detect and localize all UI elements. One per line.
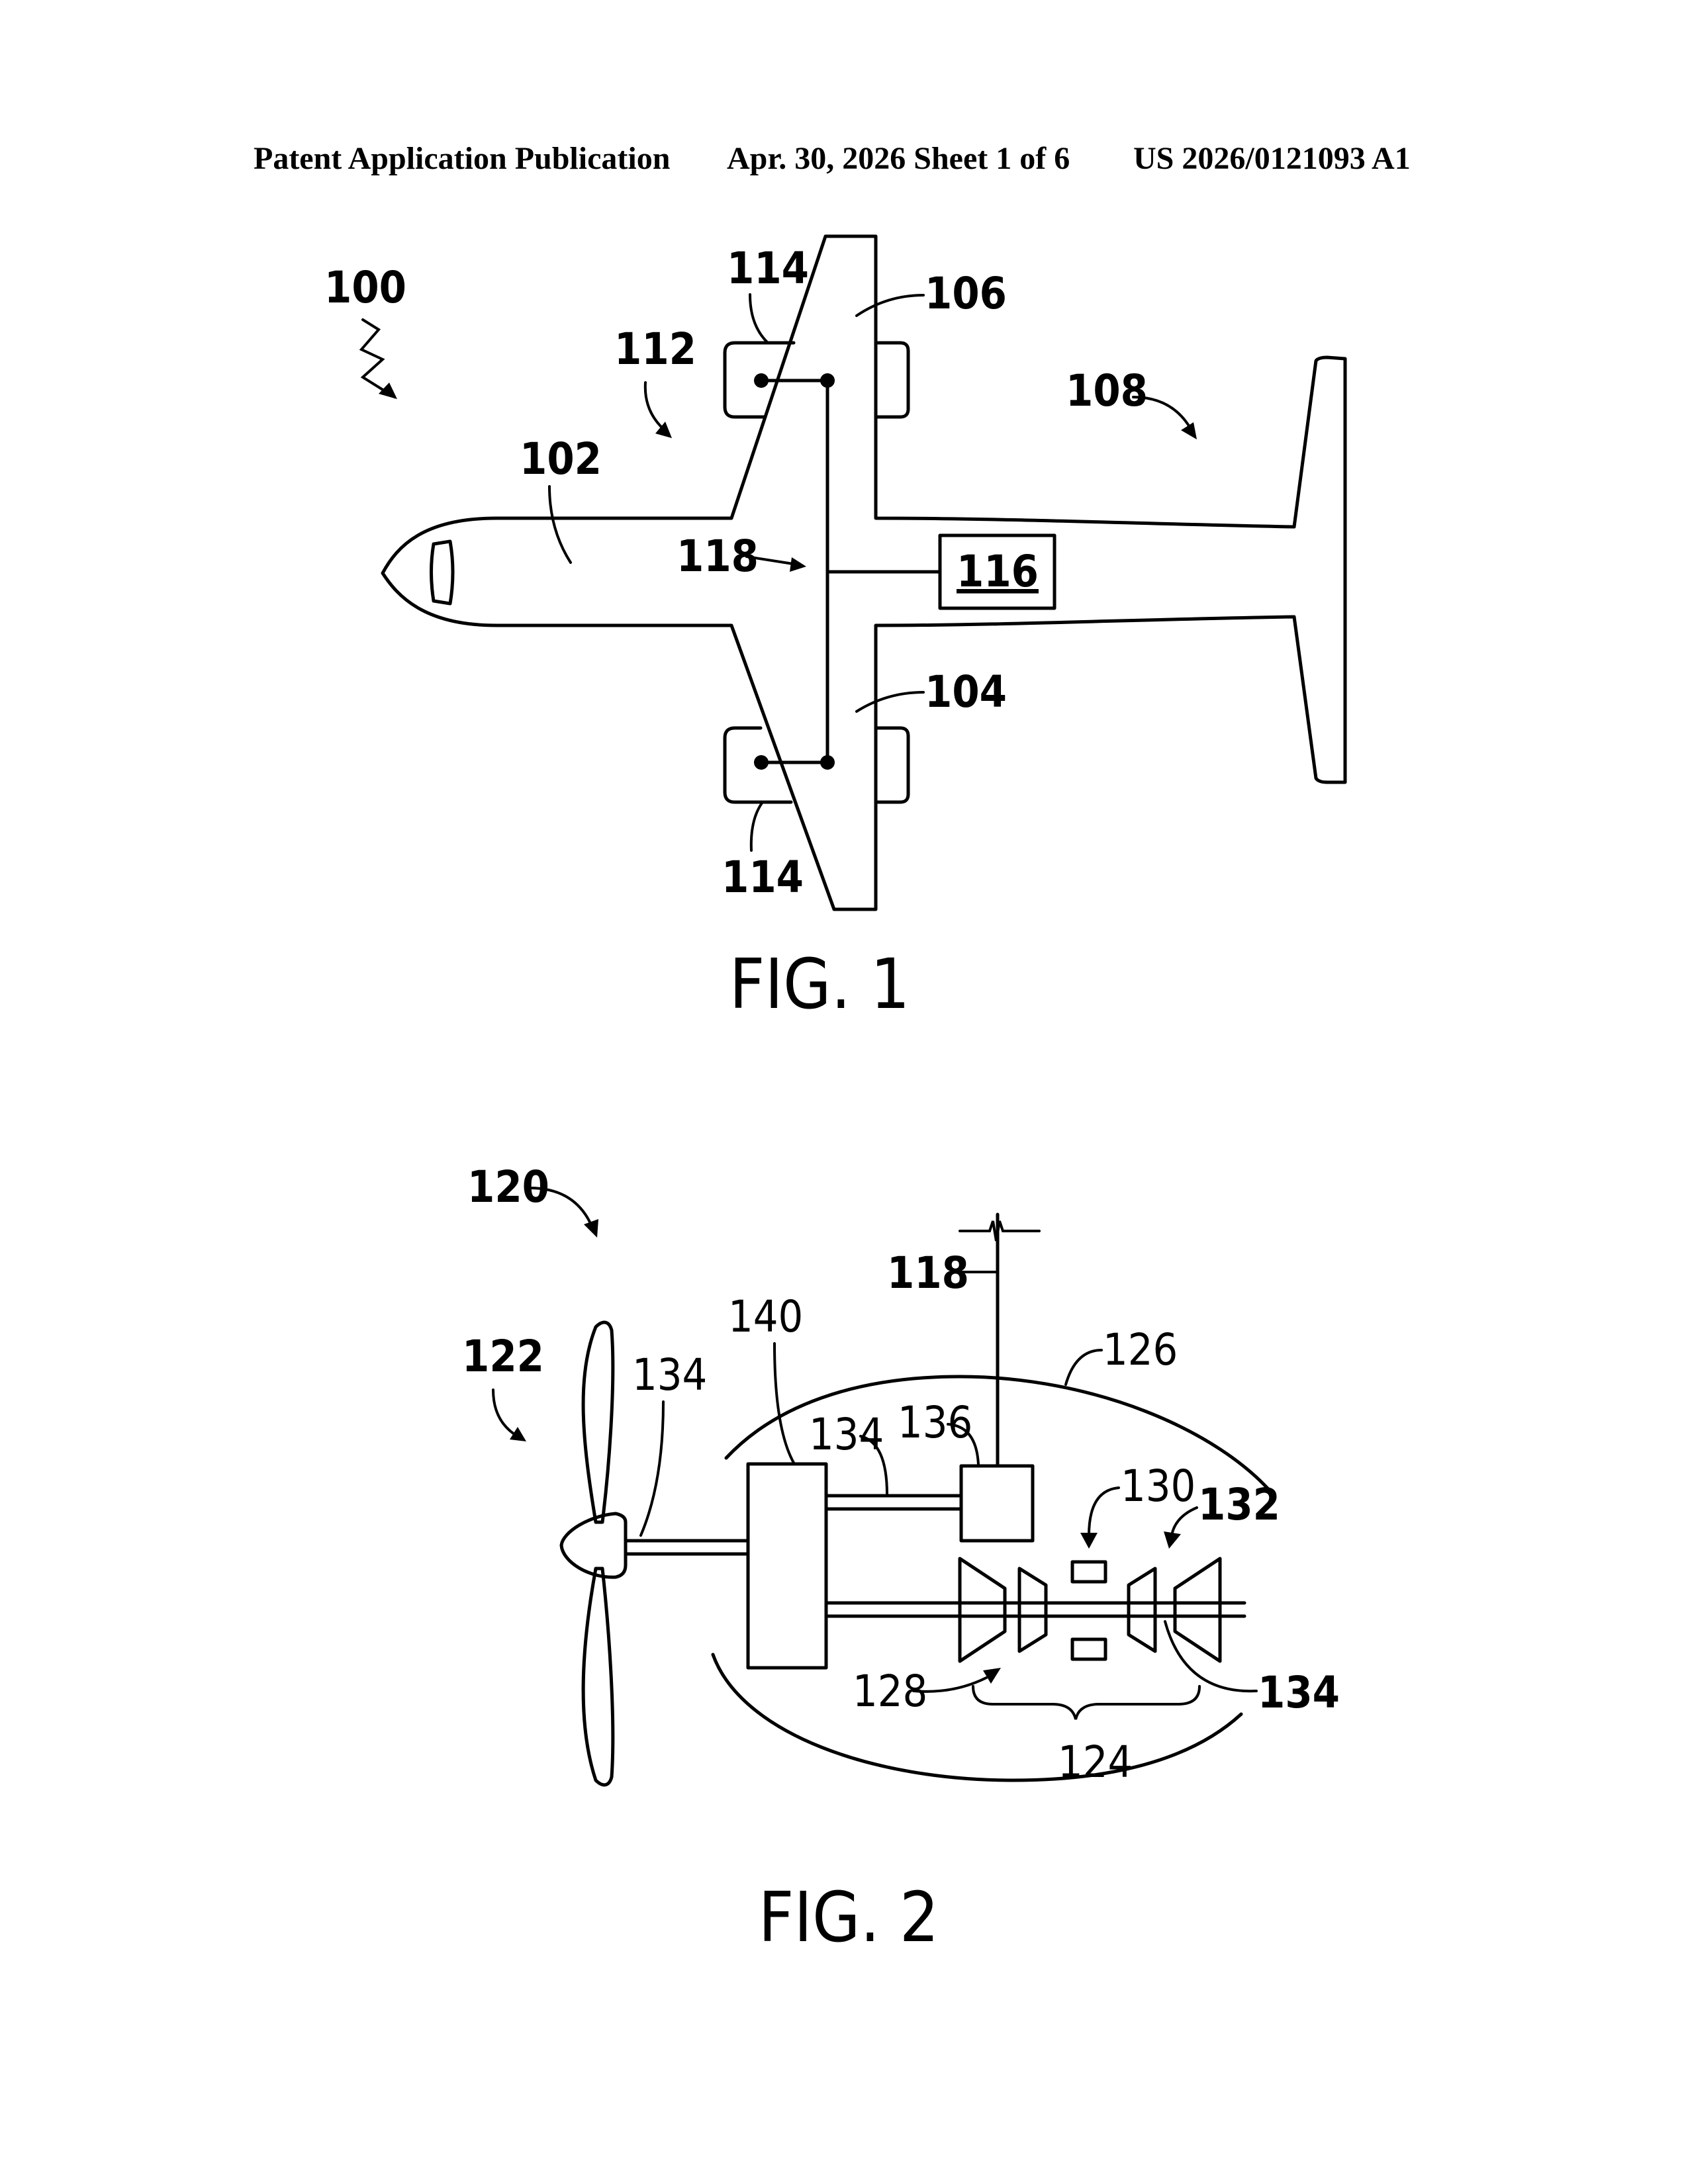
ref-114-upper: 114 bbox=[727, 243, 809, 294]
engine-node-lower bbox=[754, 755, 769, 770]
leader-102 bbox=[549, 486, 571, 563]
ref-114-lower: 114 bbox=[722, 852, 804, 903]
ref-126: 126 bbox=[1103, 1324, 1178, 1375]
fig2-caption: FIG. 2 bbox=[759, 1877, 939, 1958]
arrow-120 bbox=[584, 1219, 598, 1238]
leader-140 bbox=[774, 1343, 794, 1464]
cockpit-window bbox=[432, 541, 453, 604]
ref-134-prop: 134 bbox=[632, 1349, 707, 1400]
leader-126 bbox=[1066, 1350, 1102, 1385]
combustor-lower bbox=[1072, 1639, 1105, 1659]
ref-134-right: 134 bbox=[1258, 1667, 1340, 1718]
fig2-propulsion-system: 120 122 134 140 134 136 118 126 130 132 … bbox=[462, 1161, 1340, 1958]
nacelle-lower bbox=[713, 1655, 1241, 1780]
arrow-128 bbox=[983, 1668, 1001, 1684]
arrow-130 bbox=[1080, 1533, 1098, 1549]
leader-104 bbox=[857, 692, 923, 711]
ref-104: 104 bbox=[925, 666, 1007, 717]
core-bracket bbox=[973, 1686, 1199, 1719]
ref-134-upper: 134 bbox=[809, 1409, 884, 1460]
ref-106: 106 bbox=[925, 268, 1007, 319]
ref-100: 100 bbox=[324, 262, 406, 313]
leader-130 bbox=[1089, 1488, 1119, 1535]
compressor-stage-2 bbox=[1019, 1569, 1046, 1651]
engine-nacelle-lower-right bbox=[876, 728, 908, 802]
leader-106 bbox=[857, 295, 923, 316]
ref-136: 136 bbox=[898, 1397, 972, 1448]
gearbox-box bbox=[748, 1464, 826, 1668]
propeller-blade-upper bbox=[583, 1322, 613, 1522]
ref-132: 132 bbox=[1198, 1479, 1280, 1530]
bus-node-upper bbox=[820, 373, 835, 388]
motor-box bbox=[961, 1466, 1033, 1541]
arrow-118 bbox=[790, 557, 806, 572]
leader-134-prop bbox=[641, 1402, 663, 1535]
ref-122: 122 bbox=[462, 1331, 544, 1382]
ref-124: 124 bbox=[1058, 1737, 1133, 1788]
compressor-stage-1 bbox=[960, 1559, 1005, 1661]
leader-114-lower bbox=[751, 802, 763, 850]
ref-112: 112 bbox=[614, 324, 696, 375]
arrow-132 bbox=[1164, 1531, 1181, 1549]
ref-130: 130 bbox=[1121, 1461, 1196, 1512]
ref-116: 116 bbox=[957, 546, 1039, 597]
ref-108: 108 bbox=[1066, 365, 1148, 416]
fig1-aircraft: 116 100 112 114 106 108 102 118 104 114 bbox=[324, 236, 1345, 1024]
arrow-100 bbox=[379, 383, 397, 399]
engine-node-upper bbox=[754, 373, 769, 388]
fig1-caption: FIG. 1 bbox=[729, 944, 910, 1024]
bus-node-lower bbox=[820, 755, 835, 770]
bus-break-symbol bbox=[960, 1221, 1039, 1241]
turbine-stage-1 bbox=[1129, 1569, 1155, 1651]
propeller-blade-lower bbox=[583, 1569, 613, 1785]
leader-132 bbox=[1172, 1508, 1197, 1535]
ref-140: 140 bbox=[728, 1291, 803, 1342]
ref-102: 102 bbox=[520, 433, 602, 484]
leader-114-upper bbox=[750, 295, 768, 343]
combustor-upper bbox=[1072, 1562, 1105, 1582]
propeller-spinner bbox=[561, 1514, 626, 1577]
turbine-stage-2 bbox=[1175, 1559, 1220, 1661]
engine-nacelle-upper-right bbox=[876, 343, 908, 417]
